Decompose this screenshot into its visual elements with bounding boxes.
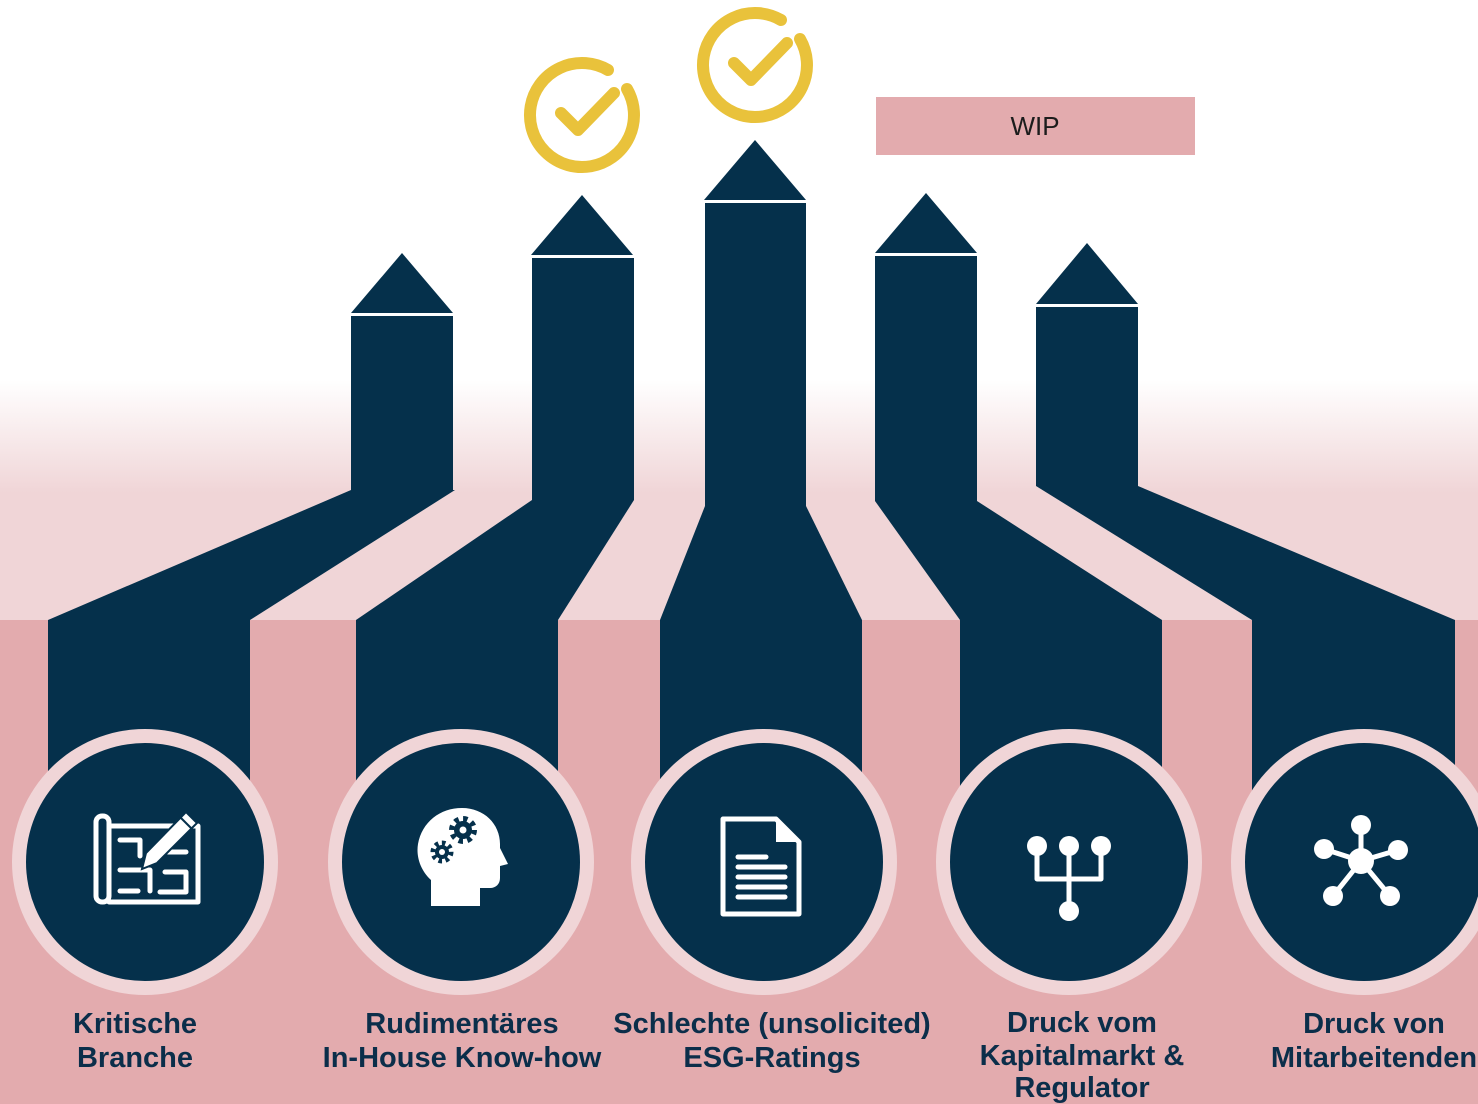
arrow-perspective [48,490,455,620]
arrow-shaft [875,256,977,501]
arrow-shaft [351,316,453,490]
arrow-head [351,253,453,313]
driver-circle-1 [12,729,278,995]
label-line: Druck vom [1007,1007,1157,1039]
label-line: Kritische [73,1008,197,1040]
arrow-head [704,140,806,200]
label-line: In-House Know-how [323,1042,602,1074]
network-icon [1314,815,1408,906]
label-line: Rudimentäres [365,1008,558,1040]
driver-circle-4 [936,729,1202,995]
driver-label-4: Druck vom Kapitalmarkt & Regulator [980,1007,1185,1104]
arrow-shaft [705,203,806,506]
label-line: Schlechte (unsolicited) [613,1008,930,1040]
label-line: Kapitalmarkt & [980,1040,1185,1072]
driver-circle-2 [328,729,594,995]
arrow-3 [660,140,862,800]
label-line: Druck von [1303,1008,1445,1040]
arrow-perspective [356,500,634,620]
head-gears-icon [417,808,508,906]
driver-label-3: Schlechte (unsolicited) ESG-Ratings [613,1008,930,1074]
arrow-perspective [660,506,862,620]
label-line: Mitarbeitenden [1271,1042,1477,1074]
hierarchy-icon [1027,836,1111,921]
label-line: ESG-Ratings [683,1042,860,1074]
arrow-perspective [875,501,1162,620]
driver-circle-5 [1231,729,1478,995]
arrow-head [875,193,977,253]
blueprint-icon [93,810,201,905]
wip-badge-box [876,97,1195,155]
driver-label-1: Kritische Branche [73,1008,197,1074]
wip-badge-label: WIP [1010,111,1059,141]
check-circle-icon [696,7,813,124]
driver-circle-3 [631,729,897,995]
label-line: Regulator [1014,1072,1149,1104]
arrow-shaft [1036,307,1138,486]
check-circle-icon [523,57,640,174]
arrow-shaft [532,258,634,500]
circle-core [645,743,883,981]
driver-label-5: Druck von Mitarbeitenden [1271,1008,1477,1074]
arrow-head [1036,243,1138,304]
arrow-head [531,195,633,255]
document-icon [720,816,802,917]
driver-label-2: Rudimentäres In-House Know-how [323,1008,602,1074]
wip-badge: WIP [876,97,1195,155]
arrow-perspective [1036,486,1455,620]
label-line: Branche [77,1042,193,1074]
arrow-2 [356,195,634,800]
